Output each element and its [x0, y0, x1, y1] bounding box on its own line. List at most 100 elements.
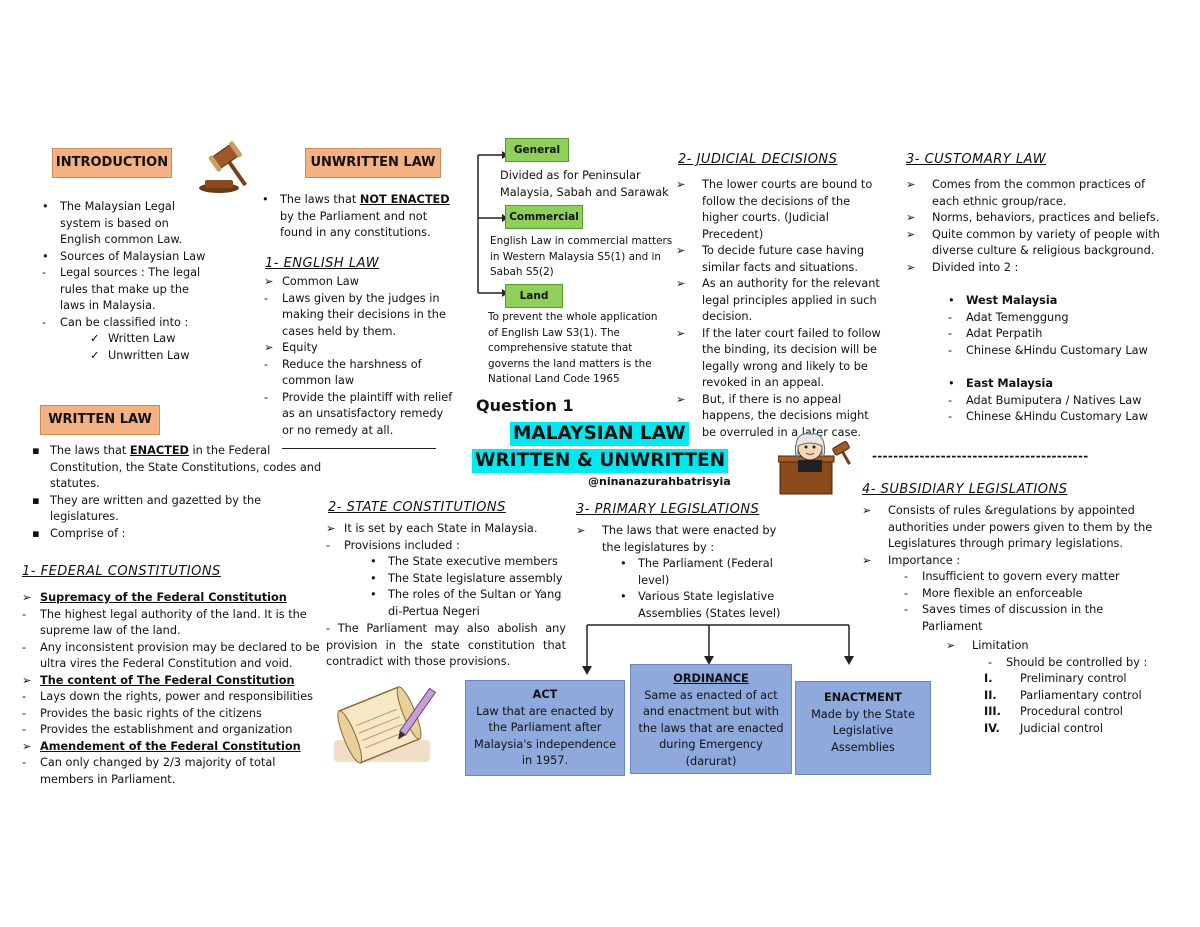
state-bullet: •The State executive members — [370, 555, 558, 568]
control-item: II.Parliamentary control — [984, 688, 1142, 702]
limitation-title: ➢Limitation — [946, 639, 1029, 652]
primary-legislations-list: ➢The laws that were enacted by the legis… — [576, 523, 786, 622]
unwritten-intro: •The laws that NOT ENACTED by the Parlia… — [262, 192, 458, 242]
english-law-title: 1- ENGLISH LAW — [265, 256, 380, 271]
control-item: I.Preliminary control — [984, 672, 1127, 685]
state-line: -Provisions included : — [326, 538, 460, 552]
ordinance-text: Same as enacted of act and enactment but… — [638, 688, 784, 768]
east-malaysia-title: •East Malaysia — [948, 377, 1053, 390]
fed-line: ➢The content of The Federal Constitution — [22, 673, 295, 687]
customary-divider: ----------------------------------------… — [872, 449, 1089, 463]
control-item: III.Procedural control — [984, 705, 1123, 718]
land-text: To prevent the whole application of Engl… — [488, 311, 658, 385]
customary-item: ➢Quite common by variety of people with … — [906, 227, 1160, 258]
importance-item: -Saves times of discussion in the Parlia… — [904, 603, 1104, 633]
fed-line: -Can only changed by 2/3 majority of tot… — [22, 756, 276, 786]
west-malaysia-title: •West Malaysia — [948, 294, 1058, 307]
act-box: ACT Law that are enacted by the Parliame… — [465, 680, 625, 776]
customary-east: •East Malaysia -Adat Bumiputera / Native… — [948, 376, 1168, 426]
written-item: ▪They are written and gazetted by the le… — [32, 493, 262, 524]
subsidiary-line: ➢Importance : — [862, 553, 961, 567]
fed-line: -Provides the basic rights of the citize… — [22, 706, 262, 720]
primary-legislations-connector — [582, 624, 854, 675]
fed-line: -The highest legal authority of the land… — [22, 607, 307, 638]
primary-legislations-title: 3- PRIMARY LEGISLATIONS — [576, 502, 760, 517]
eng-line: ➢Equity — [264, 341, 318, 354]
state-paragraph: - The Parliament may also abolish any pr… — [326, 622, 566, 668]
judicial-item: ➢To decide future case having similar fa… — [676, 244, 865, 274]
state-constitutions-list: ➢It is set by each State in Malaysia. -P… — [326, 521, 570, 620]
judicial-item: ➢The lower courts are bound to follow th… — [676, 178, 873, 241]
question-label: Question 1 — [476, 396, 574, 415]
customary-item: ➢Comes from the common practices of each… — [906, 178, 1146, 208]
east-item: -Chinese &Hindu Customary Law — [948, 410, 1148, 423]
judicial-item: ➢If the later court failed to follow the… — [676, 326, 881, 390]
east-item: -Adat Bumiputera / Natives Law — [948, 393, 1142, 407]
intro-check-item: ✓Written Law — [90, 332, 176, 345]
eng-line: ➢Common Law — [264, 275, 359, 288]
control-item: IV.Judicial control — [984, 721, 1103, 735]
judge-icon — [778, 433, 851, 495]
judicial-decisions-list: ➢The lower courts are bound to follow th… — [676, 177, 886, 441]
state-line: ➢It is set by each State in Malaysia. — [326, 522, 538, 535]
intro-item: •The Malaysian Legal system is based on … — [42, 200, 183, 246]
intro-item: -Can be classified into : — [42, 315, 189, 329]
general-label: General — [505, 138, 569, 162]
general-text: Divided as for Peninsular Malaysia, Saba… — [500, 169, 669, 199]
fed-line: -Lays down the rights, power and respons… — [22, 690, 314, 703]
fed-line: -Provides the establishment and organiza… — [22, 723, 293, 736]
subsidiary-legislations-title: 4- SUBSIDIARY LEGISLATIONS — [862, 482, 1068, 497]
customary-item: ➢Divided into 2 : — [906, 260, 1019, 274]
eng-line: -Reduce the harshness of common law — [264, 357, 422, 388]
commercial-label: Commercial — [505, 205, 583, 229]
intro-item: -Legal sources : The legal rules that ma… — [42, 266, 201, 312]
title-line-2: WRITTEN & UNWRITTEN — [472, 449, 729, 473]
english-law-underline — [282, 448, 436, 449]
fed-line: ➢Supremacy of the Federal Constitution — [22, 591, 287, 604]
customary-item: ➢Norms, behaviors, practices and beliefs… — [906, 211, 1160, 224]
importance-item: -More flexible an enforceable — [904, 586, 1083, 600]
unwritten-intro-item: •The laws that NOT ENACTED by the Parlia… — [262, 193, 450, 239]
title-line-1: MALAYSIAN LAW — [510, 422, 689, 446]
state-bullet: •The State legislature assembly — [370, 571, 563, 585]
fed-line: ➢Amendement of the Federal Constitution — [22, 739, 301, 753]
enactment-text: Made by the State Legislative Assemblies — [811, 707, 915, 754]
written-law-header: WRITTEN LAW — [40, 405, 160, 435]
controlled-by: -Should be controlled by : — [988, 655, 1148, 669]
written-law-list: ▪The laws that ENACTED in the Federal Co… — [32, 443, 322, 542]
primary-line: ➢The laws that were enacted by the legis… — [576, 524, 777, 554]
federal-constitutions-title: 1- FEDERAL CONSTITUTIONS — [22, 564, 221, 579]
subsidiary-line: ➢Consists of rules &regulations by appoi… — [862, 504, 1153, 550]
state-constitutions-title: 2- STATE CONSTITUTIONS — [328, 500, 506, 515]
intro-list: •The Malaysian Legal system is based on … — [42, 199, 212, 364]
intro-check-item: ✓Unwritten Law — [90, 348, 190, 362]
fed-line: -Any inconsistent provision may be decla… — [22, 640, 320, 671]
state-bullet: •The roles of the Sultan or Yang di-Pert… — [370, 588, 562, 618]
author-handle: @ninanazurahbatrisyia — [588, 475, 731, 488]
eng-line: -Laws given by the judges in making thei… — [264, 291, 446, 338]
judicial-item: ➢As an authority for the relevant legal … — [676, 277, 880, 323]
enactment-title: ENACTMENT — [823, 691, 903, 704]
english-law-list: ➢Common Law -Laws given by the judges in… — [264, 274, 456, 439]
customary-law-list: ➢Comes from the common practices of each… — [906, 177, 1168, 276]
land-label: Land — [505, 284, 563, 308]
primary-bullet: •The Parliament (Federal level) — [620, 557, 773, 587]
importance-item: -Insufficient to govern every matter — [904, 570, 1120, 583]
enactment-box: ENACTMENT Made by the State Legislative … — [795, 681, 931, 775]
eng-line: -Provide the plaintiff with relief as an… — [264, 390, 453, 437]
unwritten-law-header: UNWRITTEN LAW — [305, 148, 441, 178]
english-law-connector — [477, 151, 508, 297]
customary-law-title: 3- CUSTOMARY LAW — [906, 152, 1047, 167]
gavel-icon — [199, 141, 248, 193]
ordinance-box: ORDINANCE Same as enacted of act and ena… — [630, 664, 792, 774]
primary-bullet: •Various State legislative Assemblies (S… — [620, 590, 781, 620]
customary-west: •West Malaysia -Adat Temenggung -Adat Pe… — [948, 293, 1168, 359]
subsidiary-list: ➢Consists of rules &regulations by appoi… — [862, 503, 1162, 635]
introduction-header: INTRODUCTION — [52, 148, 172, 178]
written-item: ▪The laws that ENACTED in the Federal Co… — [32, 444, 322, 490]
west-item: -Chinese &Hindu Customary Law — [948, 343, 1148, 357]
judicial-item: ➢But, if there is no appeal happens, the… — [676, 392, 869, 439]
west-item: -Adat Temenggung — [948, 310, 1069, 324]
commercial-text: English Law in commercial matters in Wes… — [490, 235, 673, 278]
west-item: -Adat Perpatih — [948, 327, 1043, 340]
